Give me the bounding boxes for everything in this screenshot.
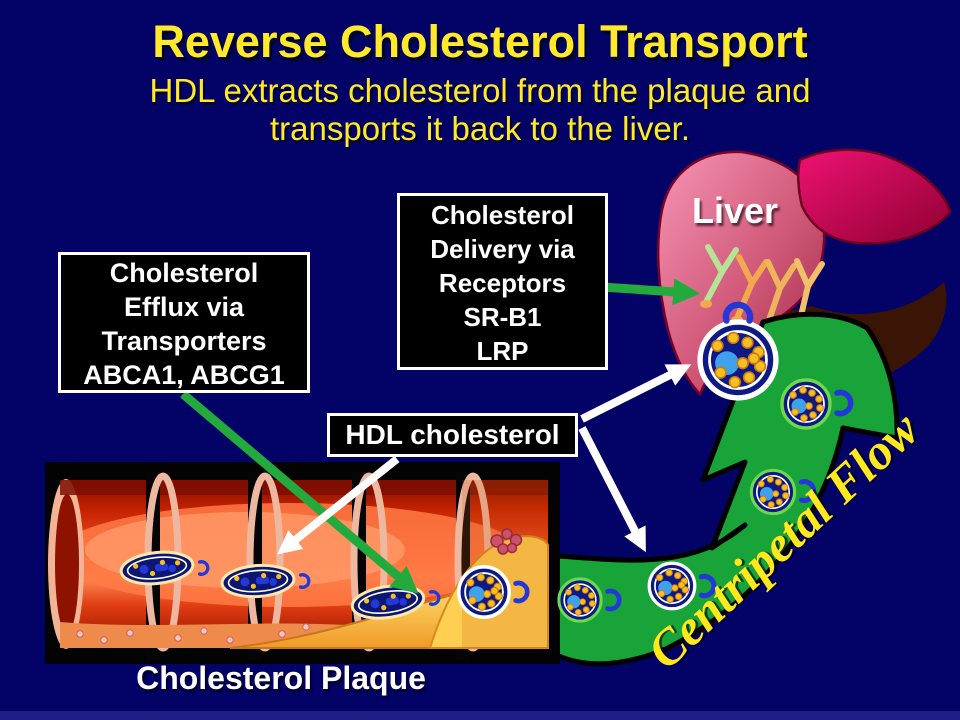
bottom-edge-strip bbox=[0, 711, 960, 720]
page-subtitle: HDL extracts cholesterol from the plaque… bbox=[0, 72, 960, 148]
hdl-white-arrows bbox=[277, 364, 692, 555]
artery-plaque-illustration bbox=[45, 462, 560, 664]
efflux-green-arrow bbox=[180, 390, 419, 594]
delivery-box-line: LRP bbox=[476, 336, 529, 366]
liver-label: Liver bbox=[691, 190, 779, 231]
cholesterol-efflux-box: Cholesterol Efflux via Transporters ABCA… bbox=[58, 252, 310, 393]
page-title: Reverse Cholesterol Transport bbox=[152, 16, 808, 67]
efflux-box-line: Efflux via bbox=[123, 292, 245, 322]
delivery-box-line: Cholesterol bbox=[430, 200, 575, 230]
delivery-box-line: Receptors bbox=[438, 268, 567, 298]
liver-right-lobe bbox=[797, 148, 952, 245]
cholesterol-plaque-label: Cholesterol Plaque bbox=[136, 660, 426, 696]
subtitle-line: transports it back to the liver. bbox=[269, 110, 691, 147]
cholesterol-delivery-box: Cholesterol Delivery via Receptors SR-B1… bbox=[397, 193, 608, 370]
delivery-green-arrow bbox=[601, 278, 701, 306]
hdl-cholesterol-box: HDL cholesterol bbox=[327, 413, 578, 457]
plaque-cap bbox=[490, 528, 523, 555]
delivery-box-line: SR-B1 bbox=[463, 302, 542, 332]
efflux-box-line: Transporters bbox=[101, 326, 267, 356]
efflux-box-line: Cholesterol bbox=[109, 258, 259, 288]
delivery-box-line: Delivery via bbox=[430, 234, 575, 264]
efflux-box-line: ABCA1, ABCG1 bbox=[83, 360, 285, 390]
subtitle-line: HDL extracts cholesterol from the plaque… bbox=[149, 72, 811, 109]
